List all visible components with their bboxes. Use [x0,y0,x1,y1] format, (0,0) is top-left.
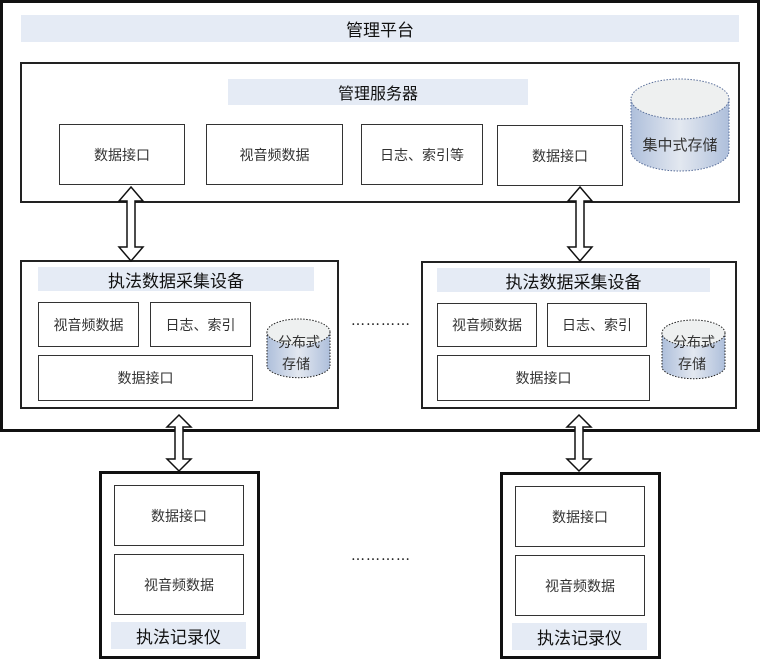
arrow-server-collector-2 [566,185,594,263]
collector-2-title: 执法数据采集设备 [437,268,710,293]
collector-1-data-interface: 数据接口 [38,355,253,401]
recorder-2-title: 执法记录仪 [512,623,647,650]
recorder-1-av-data: 视音频数据 [114,554,244,615]
collector-2-logs-index: 日志、索引 [547,303,647,347]
collector-2-storage-label-line1: 分布式 [673,335,715,351]
recorder-2-data-interface: 数据接口 [515,486,645,547]
management-platform [0,0,760,432]
collector-2-av-data: 视音频数据 [437,303,537,347]
server-data-interface-right: 数据接口 [497,125,623,186]
collector-2-storage-label-line2: 存储 [678,357,706,373]
management-server [20,62,740,203]
platform-title: 管理平台 [21,15,739,42]
collector-1-storage-cylinder: 分布式 存储 [266,318,331,379]
collector-1-av-data: 视音频数据 [38,302,139,347]
arrow-collector-1-recorder-1 [165,413,193,473]
recorder-1-data-interface: 数据接口 [114,485,244,546]
central-storage-cylinder: 集中式存储 [630,78,730,172]
collector-1-logs-index: 日志、索引 [150,302,251,347]
collector-ellipsis: ………… [351,313,411,329]
collector-1-storage-label-line1: 分布式 [278,335,320,351]
server-logs-index: 日志、索引等 [361,124,483,185]
collector-2-data-interface: 数据接口 [437,355,650,401]
server-av-data: 视音频数据 [206,124,343,185]
collector-device-1 [20,260,339,409]
collector-1-title: 执法数据采集设备 [38,267,314,292]
server-data-interface-left: 数据接口 [59,124,185,185]
recorder-device-2 [500,472,661,659]
recorder-ellipsis: ………… [351,548,411,564]
collector-2-storage-cylinder: 分布式 存储 [661,319,726,380]
recorder-device-1 [99,471,260,659]
central-storage-label: 集中式存储 [642,136,717,154]
arrow-server-collector-1 [117,185,145,263]
server-title: 管理服务器 [228,79,528,105]
collector-device-2 [421,261,737,409]
arrow-collector-2-recorder-2 [565,413,593,473]
recorder-2-av-data: 视音频数据 [515,555,645,616]
recorder-1-title: 执法记录仪 [111,622,246,649]
collector-1-storage-label-line2: 存储 [282,357,310,373]
